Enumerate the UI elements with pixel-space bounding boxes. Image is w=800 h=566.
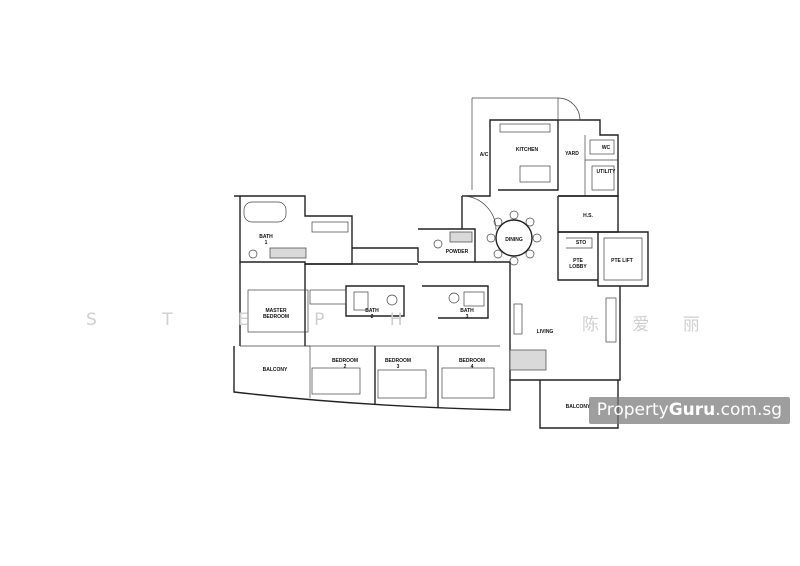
- propertyguru-logo: PropertyGuru.com.sg: [588, 397, 790, 424]
- label-bath3-b: 3: [466, 314, 469, 320]
- label-bedroom3-b: 3: [397, 364, 400, 370]
- label-balcony-right: BALCONY: [566, 404, 591, 410]
- label-bath2-a: BATH: [365, 308, 379, 314]
- label-bedroom4-a: BEDROOM: [459, 358, 485, 364]
- label-bath3-a: BATH: [460, 308, 474, 314]
- label-wc: WC: [602, 145, 611, 151]
- label-living: LIVING: [537, 329, 554, 335]
- room-labels: A/C KITCHEN YARD WC UTILITY H.S. STO PTE…: [259, 145, 633, 410]
- label-balcony-left: BALCONY: [263, 367, 288, 373]
- label-bedroom4-b: 4: [471, 364, 474, 370]
- label-dining: DINING: [505, 237, 523, 243]
- brand-part-1: Property: [596, 400, 669, 420]
- label-master-b: BEDROOM: [263, 314, 289, 320]
- brand-part-3: .com.sg: [715, 400, 782, 420]
- outer-walls: [233, 97, 649, 429]
- brand-part-2: Guru: [668, 400, 716, 420]
- label-bath1-b: 1: [265, 240, 268, 246]
- label-powder: POWDER: [446, 249, 469, 255]
- label-master-a: MASTER: [265, 308, 287, 314]
- label-utility: UTILITY: [597, 169, 617, 175]
- label-sto: STO: [576, 240, 586, 246]
- label-bedroom3-a: BEDROOM: [385, 358, 411, 364]
- label-pte-lift: PTE LIFT: [611, 258, 633, 264]
- label-bath1-a: BATH: [259, 234, 273, 240]
- watermark-right: 陈 爱 丽: [582, 315, 714, 335]
- label-pte-2: LOBBY: [569, 264, 587, 270]
- watermark-left: S T E P H: [86, 310, 433, 330]
- label-hs: H.S.: [583, 213, 593, 219]
- label-yard: YARD: [565, 151, 579, 157]
- label-bedroom2-b: 2: [344, 364, 347, 370]
- fixtures: [243, 97, 617, 399]
- label-bath2-b: 2: [371, 314, 374, 320]
- label-kitchen: KITCHEN: [516, 147, 539, 153]
- label-bedroom2-a: BEDROOM: [332, 358, 358, 364]
- label-ac: A/C: [480, 152, 489, 158]
- label-pte-1: PTE: [573, 258, 583, 264]
